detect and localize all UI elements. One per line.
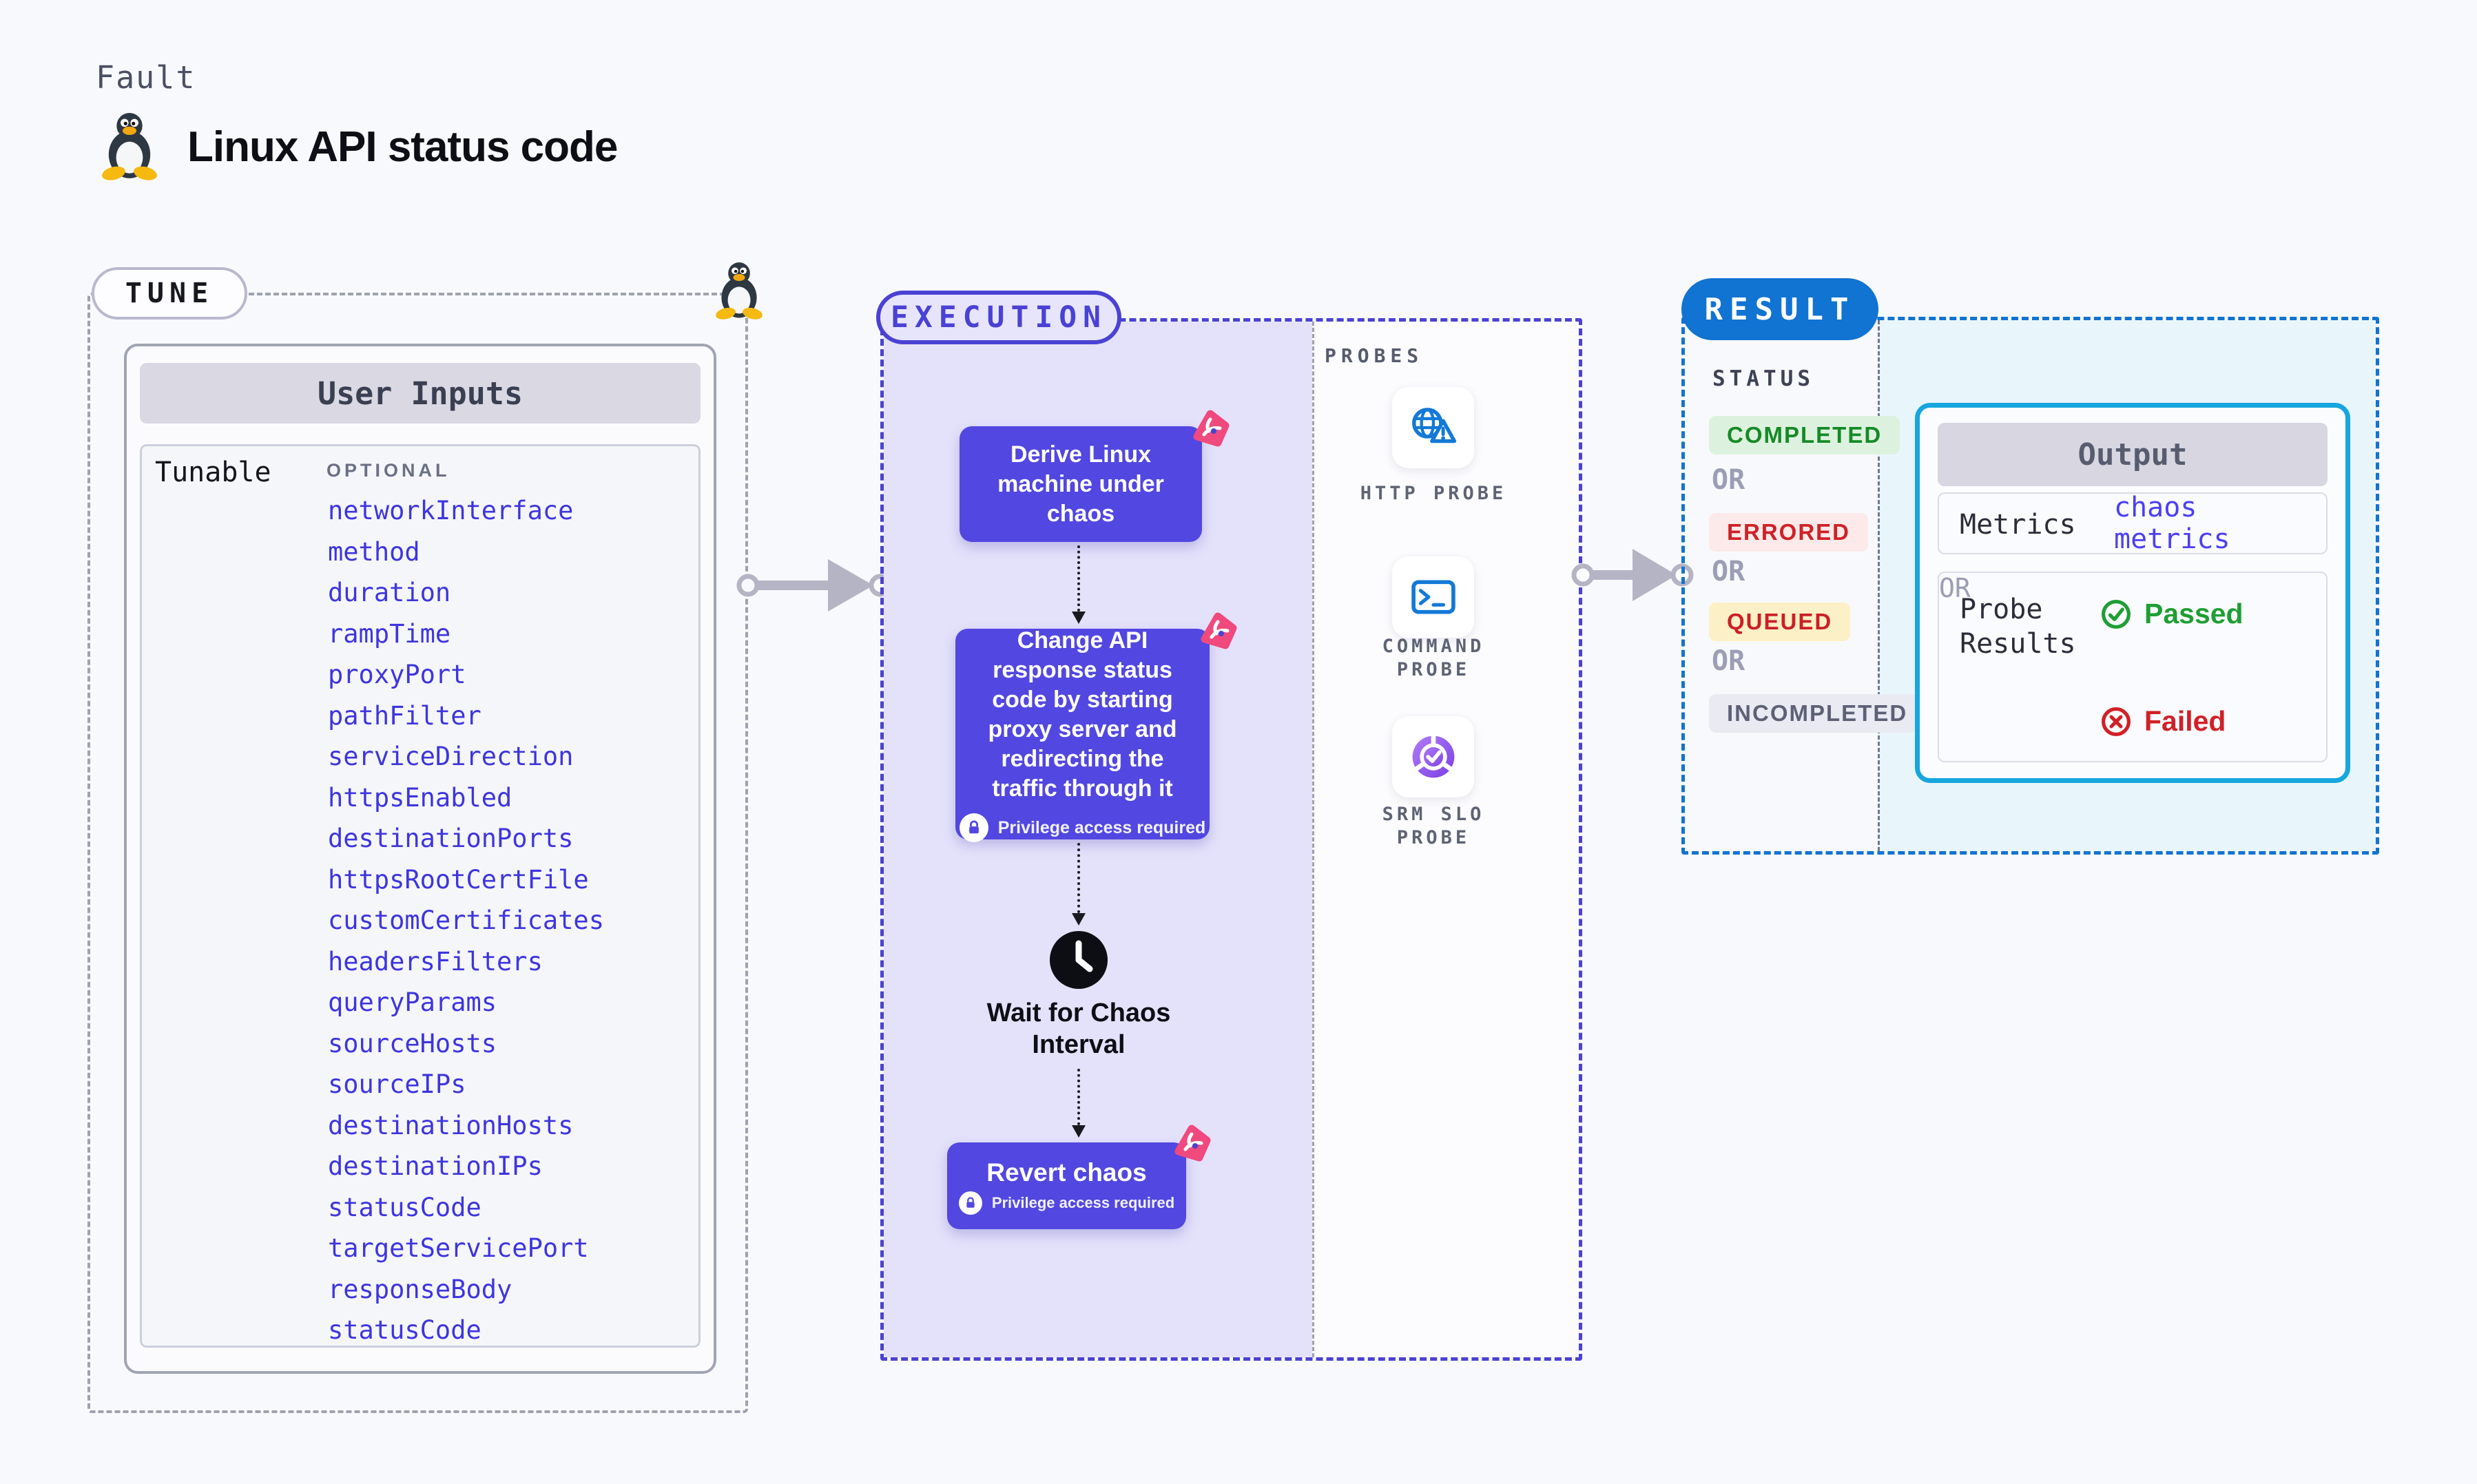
- page-title: Linux API status code: [187, 123, 618, 171]
- status-badge-errored: ERRORED: [1709, 513, 1869, 552]
- probes-label: PROBES: [1325, 344, 1424, 367]
- tune-pill: TUNE: [92, 267, 247, 320]
- status-badge-incompleted: INCOMPLETED: [1709, 694, 1926, 733]
- probe-card-srm-slo: [1392, 716, 1474, 797]
- litmus-chaos-icon: [1201, 612, 1237, 649]
- or-separator: OR: [1712, 464, 1745, 496]
- lock-icon: [959, 813, 988, 842]
- probe-result-passed: Passed: [2100, 598, 2243, 630]
- arrow-tune-to-execution-icon: [736, 559, 892, 612]
- metrics-label: Metrics: [1960, 509, 2076, 541]
- tunables-panel: [140, 444, 701, 1348]
- privilege-text: Privilege access required: [991, 1193, 1175, 1211]
- tunable-link[interactable]: method: [328, 536, 420, 567]
- arrow-down-icon: [1072, 913, 1086, 926]
- lock-icon: [958, 1191, 982, 1215]
- tux-penguin-icon-small: [716, 262, 763, 320]
- node-change-status-code: Change API response status code by start…: [955, 612, 1237, 842]
- node-text: Derive Linux machine under chaos: [997, 441, 1164, 527]
- probe-card-http: [1392, 387, 1474, 468]
- privilege-text: Privilege access required: [997, 817, 1206, 837]
- output-header: Output: [1938, 423, 2328, 486]
- slo-donut-icon: [1412, 735, 1454, 778]
- flow-connector: [1077, 545, 1080, 612]
- tunable-link[interactable]: targetServicePort: [328, 1233, 589, 1263]
- wait-for-chaos-label: Wait for Chaos Interval: [986, 999, 1171, 1059]
- arrow-down-icon: [1072, 612, 1086, 624]
- or-separator: OR: [1712, 645, 1745, 677]
- node-text: Change API response status code by start…: [988, 627, 1177, 802]
- tunable-link[interactable]: proxyPort: [328, 660, 466, 689]
- tunable-link[interactable]: headersFilters: [328, 946, 543, 976]
- status-label: STATUS: [1712, 366, 1814, 391]
- probe-results-label: Probe Results: [1960, 594, 2076, 660]
- or-separator: OR: [1939, 573, 1971, 603]
- probe-label-command: COMMAND PROBE: [1382, 636, 1485, 680]
- terminal-icon: [1411, 580, 1455, 614]
- check-circle-icon: [2102, 599, 2131, 629]
- status-badge-queued: QUEUED: [1709, 603, 1851, 641]
- tunable-link[interactable]: responseBody: [328, 1274, 512, 1304]
- probe-card-command: [1392, 556, 1474, 638]
- tux-penguin-icon: [102, 113, 157, 180]
- or-separator: OR: [1712, 556, 1745, 587]
- x-circle-icon: [2102, 707, 2131, 736]
- tunable-link[interactable]: httpsEnabled: [328, 782, 512, 813]
- tunable-link[interactable]: customCertificates: [328, 906, 604, 935]
- probe-label-srm-slo: SRM SLO PROBE: [1382, 804, 1485, 848]
- tunables-list: networkInterface method duration rampTim…: [328, 490, 686, 1351]
- globe-alert-icon: [1411, 408, 1456, 443]
- node-derive-machine: Derive Linux machine under chaos: [960, 410, 1230, 542]
- tunable-link[interactable]: rampTime: [328, 618, 451, 649]
- tunable-link[interactable]: sourceIPs: [328, 1069, 466, 1099]
- optional-column-label: OPTIONAL: [327, 460, 450, 481]
- passed-text: Passed: [2144, 598, 2243, 629]
- privilege-row: Privilege access required: [958, 1191, 1175, 1215]
- probes-area: [1312, 322, 1579, 1357]
- litmus-chaos-icon: [1174, 1125, 1211, 1162]
- arrow-down-icon: [1072, 1125, 1086, 1138]
- user-inputs-header: User Inputs: [140, 363, 701, 424]
- clock-icon: [1050, 931, 1108, 989]
- tunable-link[interactable]: destinationIPs: [328, 1151, 543, 1181]
- node-revert-chaos: Revert chaos Privilege access required: [947, 1125, 1211, 1229]
- tunable-link[interactable]: pathFilter: [328, 700, 481, 731]
- tunable-link[interactable]: networkInterface: [328, 496, 574, 525]
- tunable-link[interactable]: destinationHosts: [328, 1110, 574, 1140]
- probe-label-http: HTTP PROBE: [1360, 483, 1507, 504]
- tune-section-box: [87, 293, 748, 1413]
- tunable-link[interactable]: duration: [328, 578, 451, 607]
- probe-results-row: Probe Results Passed OR Failed: [1938, 572, 2328, 762]
- privilege-row: Privilege access required: [959, 813, 1206, 842]
- litmus-chaos-icon: [1193, 410, 1230, 447]
- tunable-link[interactable]: statusCode: [328, 1192, 481, 1222]
- execution-pill: EXECUTION: [876, 291, 1121, 344]
- tunable-link[interactable]: serviceDirection: [328, 742, 574, 771]
- fault-kicker: Fault: [96, 59, 196, 96]
- result-pill: RESULT: [1681, 278, 1878, 340]
- output-card: Output Metrics chaos metrics Probe Resul…: [1915, 403, 2350, 783]
- tunable-link[interactable]: statusCode: [328, 1315, 481, 1345]
- metrics-row: Metrics chaos metrics: [1938, 492, 2328, 555]
- status-badge-completed: COMPLETED: [1709, 416, 1900, 454]
- tunable-column-label: Tunable: [155, 457, 271, 488]
- tunable-link[interactable]: httpsRootCertFile: [328, 864, 589, 895]
- flow-connector: [1077, 843, 1080, 913]
- probe-result-failed: Failed: [2100, 705, 2226, 738]
- node-text: Revert chaos: [986, 1158, 1147, 1187]
- failed-text: Failed: [2144, 705, 2226, 737]
- arrow-probes-to-result-icon: [1571, 549, 1694, 601]
- tunable-link[interactable]: destinationPorts: [328, 824, 574, 853]
- tunable-link[interactable]: queryParams: [328, 987, 497, 1017]
- flow-connector: [1077, 1069, 1080, 1125]
- metrics-value[interactable]: chaos metrics: [2114, 492, 2230, 555]
- tunable-link[interactable]: sourceHosts: [328, 1028, 497, 1058]
